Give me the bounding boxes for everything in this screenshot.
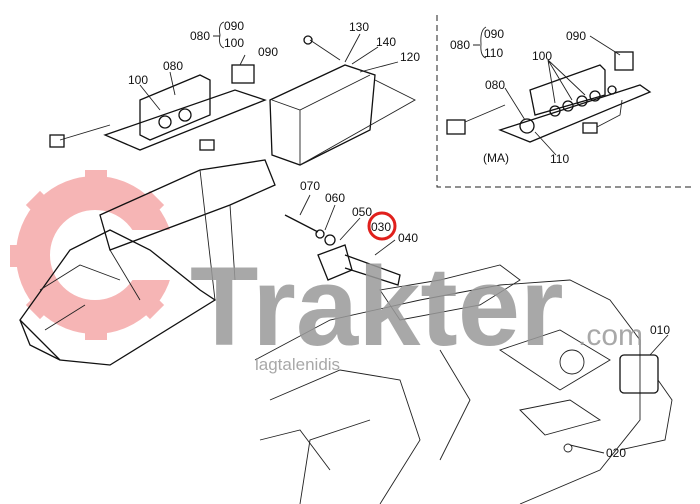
label-070: 070: [300, 179, 320, 193]
watermark: Trakter .com lagtalenidis: [190, 244, 643, 374]
highlight-circle-030: [367, 211, 397, 241]
instrument-panel-housing: [19, 159, 276, 366]
inset-variant-label: (MA): [483, 151, 509, 165]
watermark-domain: .com: [578, 319, 643, 352]
inset-label-100: 100: [532, 49, 552, 63]
label-040: 040: [398, 231, 418, 245]
controller-unit: [269, 35, 376, 166]
label-050: 050: [352, 205, 372, 219]
leader-lines: [139, 33, 669, 454]
watermark-gear-logo: [10, 170, 180, 340]
label-090: 090: [258, 45, 278, 59]
label-020: 020: [606, 446, 626, 460]
label-group-090: 090: [224, 19, 244, 33]
label-120: 120: [400, 50, 420, 64]
label-group-080: 080: [190, 29, 210, 43]
watermark-brand: Trakter: [190, 244, 564, 369]
label-010: 010: [650, 323, 670, 337]
inset-label-110: 110: [550, 152, 569, 166]
inset-labels: 080 090 110 090 100 080 (MA) 110: [450, 26, 586, 166]
inset-label-group-110: 110: [484, 46, 503, 60]
sensor-assembly: [284, 214, 401, 286]
switch-panel: [49, 64, 267, 151]
label-030: 030: [371, 220, 391, 234]
label-130: 130: [349, 20, 369, 34]
inset-label-090: 090: [566, 29, 586, 43]
label-100: 100: [128, 73, 148, 87]
inset-switch-panel: [446, 35, 652, 156]
part-labels: 080 090 100 100 080 090 130 140 120 070 …: [128, 19, 670, 460]
label-060: 060: [325, 191, 345, 205]
inset-label-080: 080: [485, 78, 505, 92]
inset-label-group-080: 080: [450, 38, 470, 52]
watermark-tagline: lagtalenidis: [255, 355, 340, 374]
inset-label-group-090: 090: [484, 27, 504, 41]
label-140: 140: [376, 35, 396, 49]
label-080: 080: [163, 59, 183, 73]
inset-frame: [436, 15, 695, 188]
tractor-body: [254, 264, 673, 504]
label-group-100: 100: [224, 36, 244, 50]
